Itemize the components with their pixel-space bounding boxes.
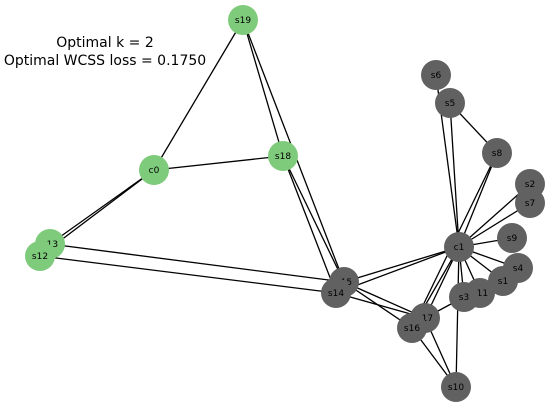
- node-s18: s18: [268, 141, 298, 171]
- node-s12: s12: [25, 241, 55, 271]
- nodes-layer: s19c0s18s13s12s6s5s8s2s7c1s9s4s1s11s3s15…: [25, 5, 545, 402]
- node-label-s1: s1: [498, 277, 508, 287]
- node-s3: s3: [449, 282, 479, 312]
- node-c0: c0: [139, 155, 169, 185]
- node-circle-s3: [449, 282, 479, 312]
- node-label-c0: c0: [149, 166, 160, 176]
- node-label-s3: s3: [459, 293, 469, 303]
- node-label-s9: s9: [507, 234, 518, 244]
- node-s1: s1: [488, 266, 518, 296]
- node-circle-s8: [482, 138, 512, 168]
- edge-c0-s18: [153, 155, 284, 171]
- node-label-s10: s10: [448, 383, 464, 393]
- node-label-s2: s2: [525, 180, 535, 190]
- node-circle-s7: [515, 188, 545, 218]
- node-circle-c1: [444, 232, 474, 262]
- edge-s8-c1: [458, 152, 498, 248]
- node-s8: s8: [482, 138, 512, 168]
- node-circle-s6: [421, 60, 451, 90]
- node-s14: s14: [321, 278, 351, 308]
- optimal-wcss-loss-label: Optimal WCSS loss = 0.1750: [3, 53, 207, 69]
- edge-s10-c1: [455, 246, 460, 388]
- node-s19: s19: [228, 5, 258, 35]
- node-label-c1: c1: [454, 243, 465, 253]
- node-label-s14: s14: [328, 289, 344, 299]
- node-s16: s16: [397, 313, 427, 343]
- node-label-s5: s5: [445, 99, 455, 109]
- node-s7: s7: [515, 188, 545, 218]
- node-label-s17: s17: [417, 314, 433, 324]
- node-label-s4: s4: [513, 264, 524, 274]
- edge-s13-s15: [49, 243, 345, 283]
- node-label-s8: s8: [492, 149, 503, 159]
- node-circle-s14: [321, 278, 351, 308]
- edge-s19-c0: [153, 19, 244, 171]
- node-circle-s10: [441, 372, 471, 402]
- edge-s18-s15: [282, 155, 345, 283]
- node-circle-s1: [488, 266, 518, 296]
- node-s10: s10: [441, 372, 471, 402]
- edge-s15-c1: [343, 246, 460, 283]
- node-label-s7: s7: [525, 199, 535, 209]
- node-circle-s18: [268, 141, 298, 171]
- node-label-s6: s6: [431, 71, 442, 81]
- node-circle-s12: [25, 241, 55, 271]
- node-s5: s5: [435, 88, 465, 118]
- node-label-s18: s18: [275, 152, 291, 162]
- node-s9: s9: [497, 223, 527, 253]
- node-circle-s19: [228, 5, 258, 35]
- edge-s18-s14: [282, 155, 337, 294]
- node-s6: s6: [421, 60, 451, 90]
- edge-s19-s18: [242, 19, 284, 157]
- edge-s12-s14: [39, 255, 337, 294]
- node-label-s11: s11: [472, 289, 488, 299]
- node-circle-s5: [435, 88, 465, 118]
- node-circle-c0: [139, 155, 169, 185]
- node-label-s19: s19: [235, 16, 251, 26]
- optimal-k-label: Optimal k = 2: [56, 35, 154, 51]
- edge-s5-c1: [449, 102, 460, 248]
- node-circle-s16: [397, 313, 427, 343]
- node-label-s16: s16: [404, 324, 420, 334]
- node-circle-s9: [497, 223, 527, 253]
- edges-layer: [39, 19, 531, 388]
- node-c1: c1: [444, 232, 474, 262]
- node-label-s12: s12: [32, 252, 48, 262]
